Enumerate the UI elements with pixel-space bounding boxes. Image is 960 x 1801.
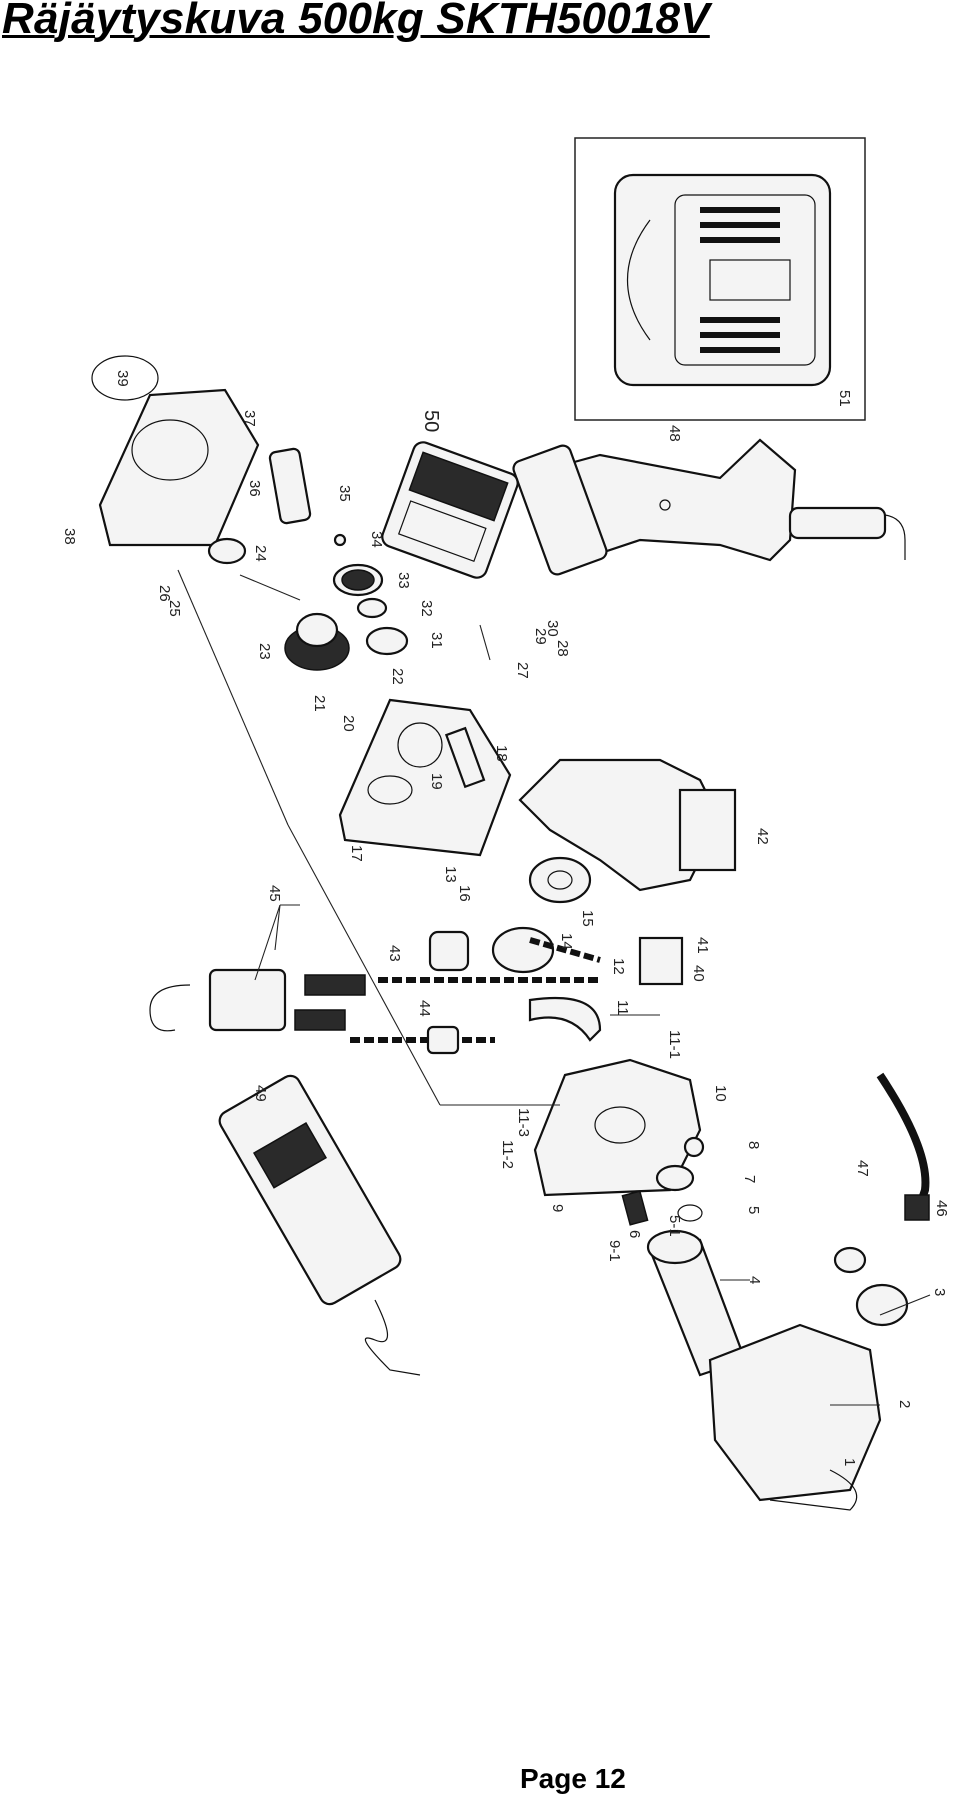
label-34: 34	[368, 531, 385, 548]
label-9: 9	[549, 1204, 566, 1212]
label-11: 11	[614, 1000, 631, 1016]
part-34-nut	[333, 533, 347, 547]
part-47-cable	[876, 1072, 930, 1221]
label-27: 27	[514, 662, 531, 679]
label-11-1: 11-1	[666, 1030, 683, 1059]
label-26: 26	[156, 585, 173, 602]
label-49: 49	[252, 1085, 269, 1102]
label-13: 13	[442, 866, 459, 883]
label-8: 8	[745, 1141, 762, 1149]
label-24: 24	[252, 545, 269, 562]
label-10: 10	[712, 1085, 729, 1102]
page-number: Page 12	[520, 1763, 626, 1794]
part-2-motor-cover	[708, 1323, 882, 1511]
part-11-guide	[528, 996, 602, 1042]
part-8-nut	[683, 1136, 705, 1158]
part-7-washer	[655, 1164, 695, 1192]
label-35: 35	[336, 485, 353, 502]
label-33: 33	[395, 572, 412, 589]
leader-lines	[177, 569, 931, 1406]
label-15: 15	[579, 910, 596, 927]
part-6-gear	[621, 1190, 649, 1226]
label-30: 30	[544, 620, 561, 637]
part-50-battery-pack	[381, 441, 519, 579]
part-48-handle-unit	[512, 438, 906, 576]
part-39-label	[91, 355, 159, 401]
part-14-sprocket	[491, 926, 555, 974]
label-1: 1	[841, 1458, 858, 1466]
part-24-washer	[207, 537, 247, 565]
label-36: 36	[246, 480, 263, 497]
part-3-seal	[833, 1246, 867, 1274]
label-9-1: 9-1	[606, 1240, 623, 1262]
label-47: 47	[854, 1160, 871, 1177]
label-4: 4	[746, 1276, 763, 1284]
label-16: 16	[456, 885, 473, 902]
label-23: 23	[256, 643, 273, 660]
label-32: 32	[418, 600, 435, 617]
label-22: 22	[389, 668, 406, 685]
part-18-pin	[444, 726, 486, 789]
label-2: 2	[896, 1400, 913, 1408]
label-42: 42	[754, 828, 771, 845]
part-36-cover	[98, 388, 260, 547]
part-33-gear	[332, 563, 384, 597]
part-44-stopper	[426, 1025, 460, 1055]
part-43-guide	[428, 930, 470, 972]
label-11-2: 11-2	[499, 1140, 516, 1169]
chain	[350, 937, 601, 1043]
label-51: 51	[836, 390, 853, 407]
label-5-1: 5-1	[666, 1215, 683, 1237]
part-31-washer	[365, 626, 409, 656]
label-17: 17	[348, 845, 365, 862]
part-3-cap	[855, 1283, 909, 1327]
label-46: 46	[933, 1200, 950, 1217]
label-31: 31	[428, 632, 445, 649]
page-title: Räjäytyskuva 500kg SKTH50018V	[2, 0, 710, 43]
label-11-3: 11-3	[515, 1108, 532, 1137]
label-3: 3	[931, 1288, 948, 1296]
label-41: 41	[694, 937, 711, 954]
label-38: 38	[61, 528, 78, 545]
part-45-hook-block	[149, 968, 366, 1032]
part-35-shaft	[268, 447, 312, 525]
label-28: 28	[554, 640, 571, 657]
part-49-charger	[218, 1074, 421, 1376]
part-10-housing	[533, 1058, 702, 1197]
label-19: 19	[428, 773, 445, 790]
label-45: 45	[266, 885, 283, 902]
label-12: 12	[610, 958, 627, 975]
part-4-motor	[646, 1229, 747, 1377]
label-50: 50	[420, 410, 442, 432]
label-40: 40	[690, 965, 707, 982]
part-23-gear-assembly	[284, 612, 350, 671]
label-20: 20	[340, 715, 357, 732]
part-42-cover	[518, 758, 737, 892]
label-44: 44	[416, 1000, 433, 1017]
label-25: 25	[166, 600, 183, 617]
label-7: 7	[741, 1175, 758, 1183]
part-5-oring	[677, 1204, 703, 1222]
label-48: 48	[666, 425, 683, 442]
label-43: 43	[386, 945, 403, 962]
part-32-washer	[356, 597, 388, 619]
label-29: 29	[532, 628, 549, 645]
label-6: 6	[626, 1230, 643, 1238]
part-15-hook	[528, 856, 592, 904]
part-17-frame	[338, 698, 512, 857]
label-5: 5	[745, 1206, 762, 1214]
label-37: 37	[241, 410, 258, 427]
label-14: 14	[558, 933, 575, 950]
label-18: 18	[493, 745, 510, 762]
label-21: 21	[311, 695, 328, 712]
part-40-bracket	[638, 936, 684, 986]
part-51-carrying-case	[574, 137, 866, 421]
label-39: 39	[114, 370, 131, 387]
part-labels: 51 48 50 39 37 36 35 38 34 24 33 26 25 3…	[61, 370, 950, 1466]
